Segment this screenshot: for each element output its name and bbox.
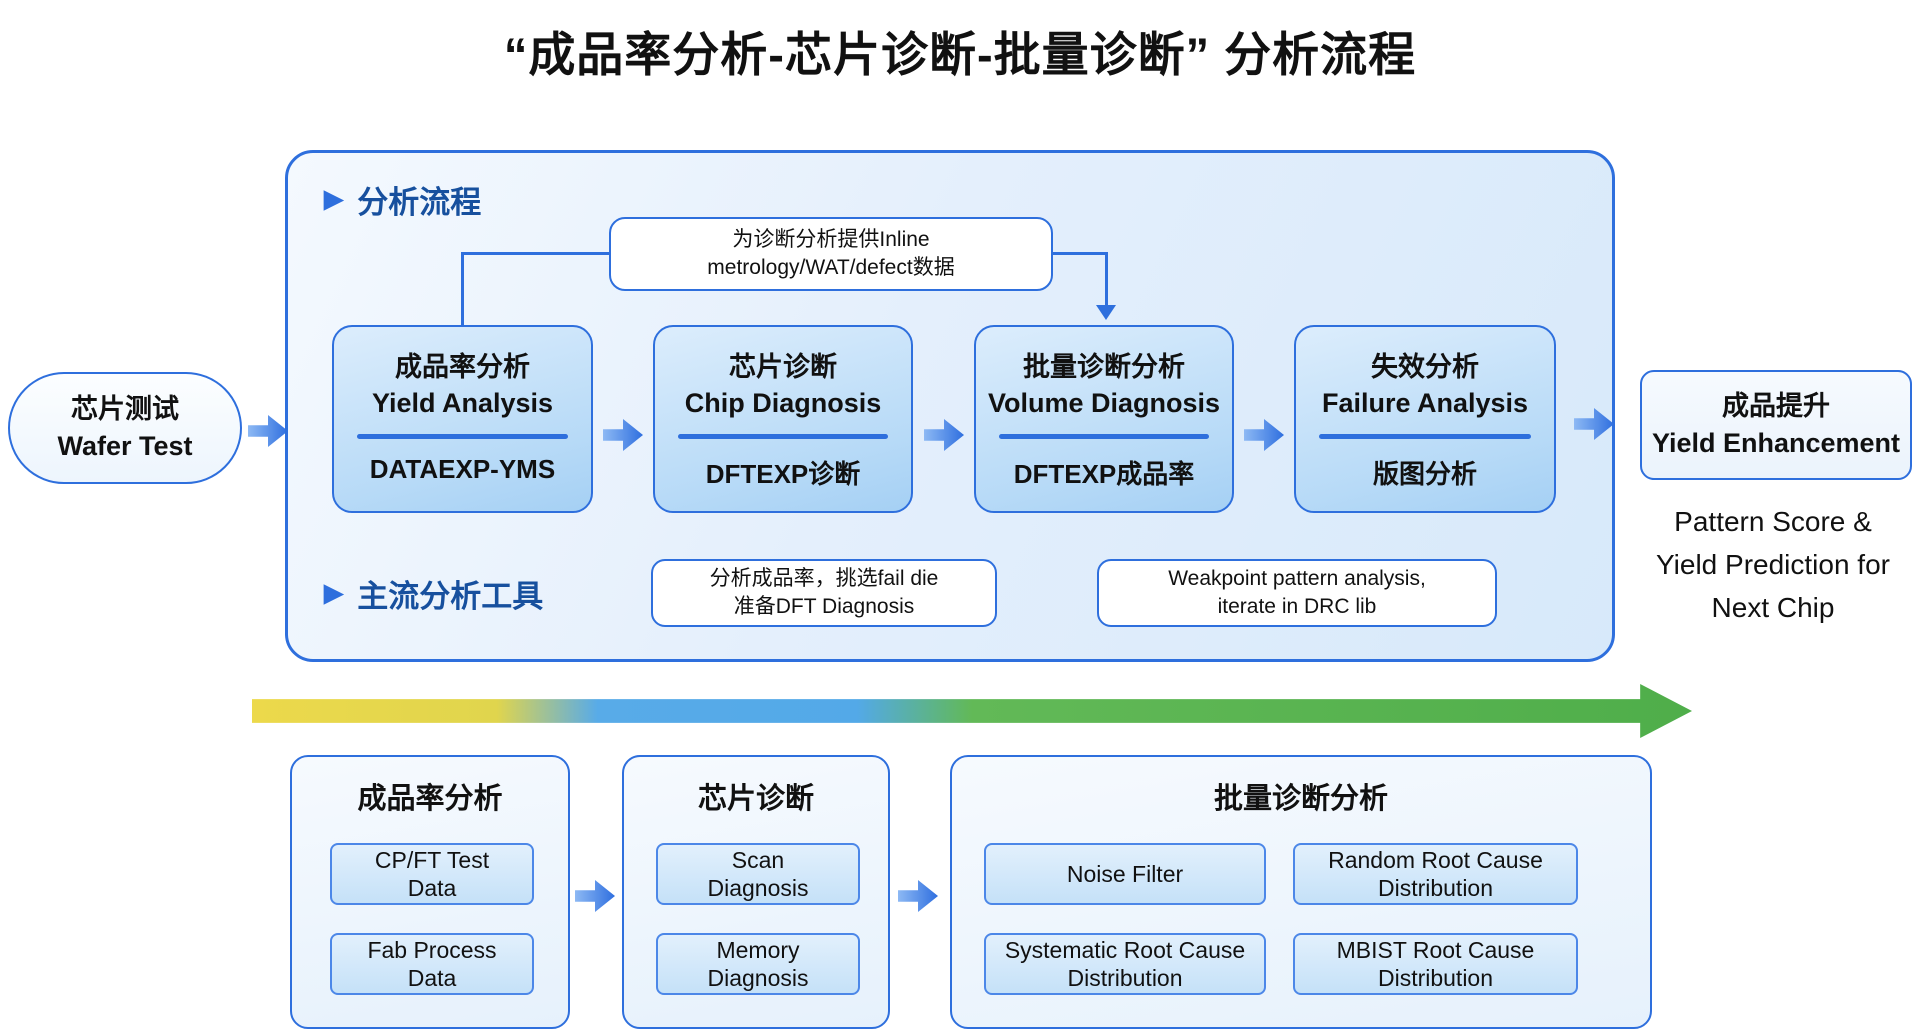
callout-line1: 为诊断分析提供Inline — [732, 228, 930, 251]
step-title-cn: 芯片诊断 — [729, 352, 837, 382]
bottom-section-yield-analysis: 成品率分析 CP/FT Test Data Fab Process Data — [290, 755, 570, 1029]
step-yield-analysis: 成品率分析 Yield Analysis DATAEXP-YMS — [332, 325, 593, 513]
timeline-gradient-arrow — [252, 684, 1692, 738]
analysis-flow-panel: ▶ 分析流程 为诊断分析提供Inline metrology/WAT/defec… — [285, 150, 1615, 662]
divider — [678, 434, 888, 439]
connector-line — [1053, 252, 1108, 255]
arrow-right-icon — [924, 419, 964, 451]
step-title-cn: 失效分析 — [1371, 352, 1479, 382]
triangle-bullet-icon: ▶ — [324, 579, 344, 607]
bottom-item: Noise Filter — [984, 843, 1266, 905]
arrow-right-icon — [603, 419, 643, 451]
step-tool: DATAEXP-YMS — [369, 454, 556, 484]
flow-section-label-text: 分析流程 — [357, 185, 482, 220]
divider — [1319, 434, 1531, 439]
step-title-en: Failure Analysis — [1321, 388, 1529, 418]
tools-section-label: ▶ 主流分析工具 — [324, 571, 543, 616]
bottom-item: Systematic Root Cause Distribution — [984, 933, 1266, 995]
step-title-en: Volume Diagnosis — [987, 388, 1221, 418]
bottom-item: Random Root Cause Distribution — [1293, 843, 1578, 905]
caption-line: Yield Prediction for — [1656, 549, 1890, 580]
page-title: “成品率分析-芯片诊断-批量诊断” 分析流程 — [503, 28, 1417, 81]
bottom-section-volume-diagnosis: 批量诊断分析 Noise Filter Random Root Cause Di… — [950, 755, 1652, 1029]
step-title-cn: 批量诊断分析 — [1023, 352, 1185, 382]
connector-line — [462, 252, 609, 255]
divider — [357, 434, 568, 439]
bottom-item: Memory Diagnosis — [656, 933, 860, 995]
step-title-cn: 成品率分析 — [395, 352, 530, 382]
wafer-test-label-cn: 芯片测试 — [71, 394, 179, 424]
arrow-right-icon — [575, 880, 615, 912]
arrow-right-icon — [898, 880, 938, 912]
step-failure-analysis: 失效分析 Failure Analysis 版图分析 — [1294, 325, 1556, 513]
note-dft-diagnosis: 分析成品率，挑选fail die 准备DFT Diagnosis — [651, 559, 997, 627]
note-line1: Weakpoint pattern analysis, — [1168, 567, 1426, 590]
bottom-section-chip-diagnosis: 芯片诊断 Scan Diagnosis Memory Diagnosis — [622, 755, 890, 1029]
step-tool: 版图分析 — [1372, 459, 1477, 489]
bottom-item: Scan Diagnosis — [656, 843, 860, 905]
flow-section-label: ▶ 分析流程 — [324, 177, 481, 222]
arrow-down-icon — [1096, 305, 1116, 320]
connector-line — [461, 252, 464, 326]
note-line2: 准备DFT Diagnosis — [733, 595, 915, 618]
step-volume-diagnosis: 批量诊断分析 Volume Diagnosis DFTEXP成品率 — [974, 325, 1234, 513]
result-label-cn: 成品提升 — [1722, 391, 1830, 421]
step-chip-diagnosis: 芯片诊断 Chip Diagnosis DFTEXP诊断 — [653, 325, 913, 513]
divider — [999, 434, 1209, 439]
bottom-section-title: 成品率分析 — [357, 783, 503, 815]
connector-line — [1105, 252, 1108, 308]
triangle-bullet-icon: ▶ — [324, 185, 344, 213]
bottom-section-title: 批量诊断分析 — [1213, 783, 1388, 815]
yield-enhancement-node: 成品提升 Yield Enhancement — [1640, 370, 1912, 480]
callout-line2: metrology/WAT/defect数据 — [707, 256, 955, 279]
callout-inline-data: 为诊断分析提供Inline metrology/WAT/defect数据 — [609, 217, 1053, 291]
result-label-en: Yield Enhancement — [1651, 428, 1901, 458]
step-tool: DFTEXP诊断 — [705, 459, 861, 489]
step-title-en: Chip Diagnosis — [684, 388, 882, 418]
step-tool: DFTEXP成品率 — [1013, 459, 1195, 489]
bottom-item: CP/FT Test Data — [330, 843, 534, 905]
note-weakpoint-analysis: Weakpoint pattern analysis, iterate in D… — [1097, 559, 1497, 627]
bottom-item: Fab Process Data — [330, 933, 534, 995]
wafer-test-node: 芯片测试 Wafer Test — [8, 372, 242, 484]
bottom-section-title: 芯片诊断 — [697, 783, 814, 815]
note-line1: 分析成品率，挑选fail die — [709, 567, 939, 590]
bottom-item: MBIST Root Cause Distribution — [1293, 933, 1578, 995]
caption-line: Pattern Score & — [1674, 506, 1872, 537]
caption-line: Next Chip — [1711, 592, 1835, 623]
arrow-right-icon — [248, 415, 288, 447]
note-line2: iterate in DRC lib — [1217, 595, 1377, 618]
arrow-right-icon — [1244, 419, 1284, 451]
result-caption: Pattern Score & Yield Prediction for Nex… — [1626, 500, 1920, 629]
wafer-test-label-en: Wafer Test — [57, 431, 193, 461]
tools-section-label-text: 主流分析工具 — [357, 579, 544, 614]
step-title-en: Yield Analysis — [371, 388, 554, 418]
